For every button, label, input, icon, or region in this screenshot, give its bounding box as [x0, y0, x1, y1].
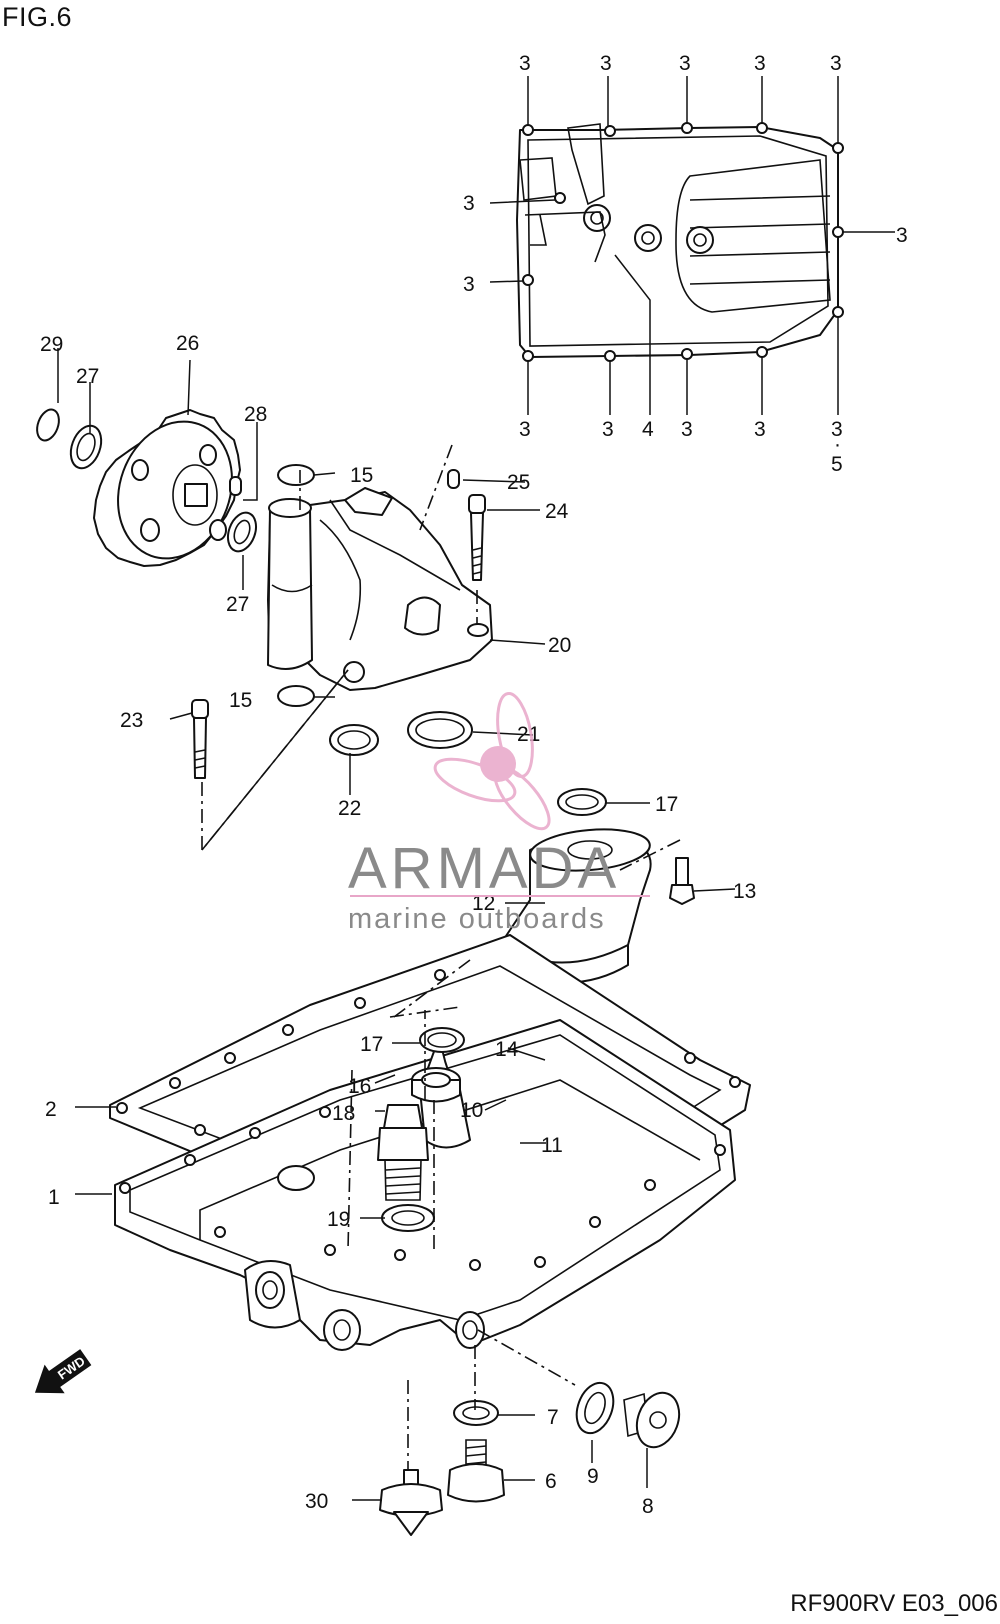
- callout-27: 27: [226, 593, 249, 616]
- document-code: RF900RV E03_006: [790, 1590, 998, 1617]
- callout-3: 3: [831, 418, 843, 441]
- drain-plug-7-6: [447, 1400, 505, 1503]
- callout-25: 25: [507, 471, 530, 494]
- oil-pan-bolt-holes: [119, 1106, 726, 1271]
- callout-29: 29: [40, 333, 63, 356]
- o-ring-17-lower: [419, 1027, 465, 1053]
- callout-23: 23: [120, 709, 143, 732]
- callout-8: 8: [642, 1495, 654, 1518]
- leader-lines: [57, 348, 736, 1501]
- callout-26: 26: [176, 332, 199, 355]
- callout-3: 3: [681, 418, 693, 441]
- callouts: 3 3 3 3 3 3 3 3 3 3 3 3 3 · 5 4 29 27 26…: [40, 52, 908, 1518]
- callout-16: 16: [348, 1075, 371, 1098]
- callout-27: 27: [76, 365, 99, 388]
- o-rings-pump: [277, 464, 607, 816]
- callout-7: 7: [547, 1406, 559, 1429]
- callout-3: 3: [519, 52, 531, 75]
- callout-21: 21: [517, 723, 540, 746]
- oil-pan: [114, 1019, 736, 1351]
- thrust-washers: [69, 424, 258, 553]
- callout-22: 22: [338, 797, 361, 820]
- callout-3: 3: [830, 52, 842, 75]
- circlip: [36, 408, 60, 442]
- fwd-arrow-icon: FWD: [34, 1349, 92, 1394]
- svg-text:·: ·: [834, 433, 841, 456]
- callout-15: 15: [350, 464, 373, 487]
- figure-title: FIG.6: [2, 2, 73, 32]
- callout-10: 10: [460, 1099, 483, 1122]
- callout-3: 3: [519, 418, 531, 441]
- callout-9: 9: [587, 1465, 599, 1488]
- callout-13: 13: [733, 880, 756, 903]
- drain-bolt-30: [379, 1469, 443, 1536]
- callout-3: 3: [463, 192, 475, 215]
- callout-14: 14: [495, 1038, 519, 1061]
- pin: [229, 476, 242, 496]
- oil-pump-body: [267, 487, 493, 691]
- callout-3: 3: [896, 224, 908, 247]
- callout-28: 28: [244, 403, 267, 426]
- callout-17: 17: [655, 793, 678, 816]
- callout-20: 20: [548, 634, 571, 657]
- callout-3: 3: [600, 52, 612, 75]
- oil-strainer-pipe: [498, 828, 652, 984]
- callout-12: 12: [472, 892, 495, 915]
- callout-3: 3: [463, 273, 475, 296]
- callout-3: 3: [602, 418, 614, 441]
- callout-4: 4: [642, 418, 654, 441]
- callout-1: 1: [48, 1186, 60, 1209]
- callout-17: 17: [360, 1033, 383, 1056]
- oil-pump-gear: [93, 409, 241, 567]
- callout-15: 15: [229, 689, 252, 712]
- callout-3: 3: [679, 52, 691, 75]
- watermark-logo-icon: [433, 692, 551, 831]
- dowel-pin: [447, 469, 460, 489]
- callout-2: 2: [45, 1098, 57, 1121]
- callout-24: 24: [545, 500, 569, 523]
- callout-3: 3: [754, 418, 766, 441]
- callout-3: 3: [754, 52, 766, 75]
- callout-19: 19: [327, 1208, 350, 1231]
- callout-5: 5: [831, 453, 843, 476]
- pump-bolts: [191, 494, 486, 779]
- callout-11: 11: [541, 1134, 563, 1157]
- upper-gasket: [489, 76, 895, 415]
- oil-pressure-switch: [377, 1104, 435, 1232]
- callout-30: 30: [305, 1490, 328, 1513]
- watermark-brand: ARMADA: [348, 836, 620, 901]
- switch-cap: [411, 1067, 461, 1103]
- callout-6: 6: [545, 1470, 557, 1493]
- watermark-tagline: marine outboards: [348, 903, 606, 935]
- callout-18: 18: [332, 1102, 355, 1125]
- drain-plug-9-8: [575, 1381, 681, 1449]
